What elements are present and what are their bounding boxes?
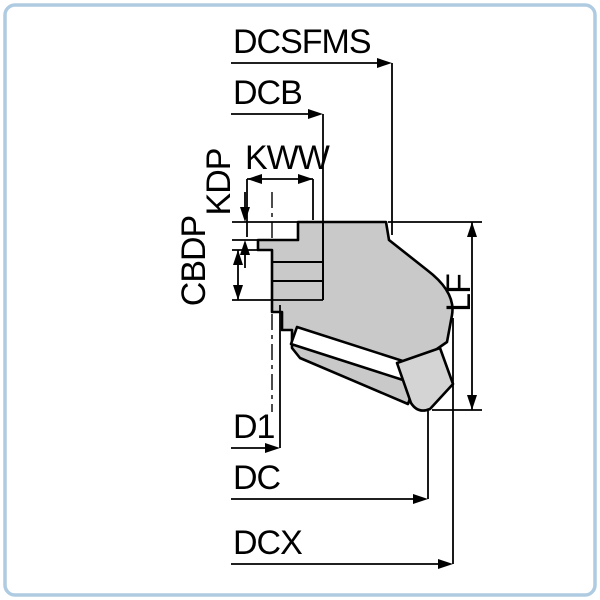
dim-label-dcx: DCX bbox=[233, 524, 302, 562]
arrowhead-up-icon bbox=[233, 250, 243, 265]
arrowhead-up-icon bbox=[240, 240, 250, 255]
dim-label-kdp: KDP bbox=[200, 149, 238, 216]
dim-label-cbdp: CBDP bbox=[175, 216, 213, 306]
dim-kww: KWW bbox=[245, 139, 331, 237]
page-border-frame bbox=[3, 3, 597, 597]
arrowhead-right-icon bbox=[377, 58, 392, 68]
dim-lf: LF bbox=[388, 221, 482, 411]
cutter-body bbox=[256, 220, 454, 406]
dim-dcx: DCX bbox=[231, 318, 454, 569]
dim-dcsfms: DCSFMS bbox=[231, 23, 393, 235]
dim-d1: D1 bbox=[231, 305, 281, 453]
dim-label-dcsfms: DCSFMS bbox=[233, 23, 371, 61]
dim-label-kww: KWW bbox=[245, 139, 330, 177]
dim-kdp: KDP bbox=[200, 149, 298, 268]
arrowhead-right-icon bbox=[298, 174, 313, 184]
dim-label-dc: DC bbox=[233, 459, 281, 497]
dim-dcb: DCB bbox=[231, 74, 324, 222]
arrowhead-right-icon bbox=[265, 443, 280, 453]
bore-section-lines bbox=[272, 222, 324, 300]
arrowhead-up-icon bbox=[467, 222, 477, 237]
cutting-insert bbox=[395, 346, 455, 412]
dim-cbdp: CBDP bbox=[175, 216, 323, 306]
arrowhead-right-icon bbox=[413, 494, 428, 504]
arrowhead-right-icon bbox=[438, 559, 453, 569]
arrowhead-right-icon bbox=[308, 109, 323, 119]
arrowhead-down-icon bbox=[467, 395, 477, 410]
dim-dc: DC bbox=[231, 411, 429, 504]
arrowhead-down-icon bbox=[240, 207, 250, 222]
dim-label-dcb: DCB bbox=[233, 74, 302, 112]
arrowhead-left-icon bbox=[247, 174, 262, 184]
dim-label-d1: D1 bbox=[233, 408, 275, 446]
arrowhead-down-icon bbox=[233, 285, 243, 300]
